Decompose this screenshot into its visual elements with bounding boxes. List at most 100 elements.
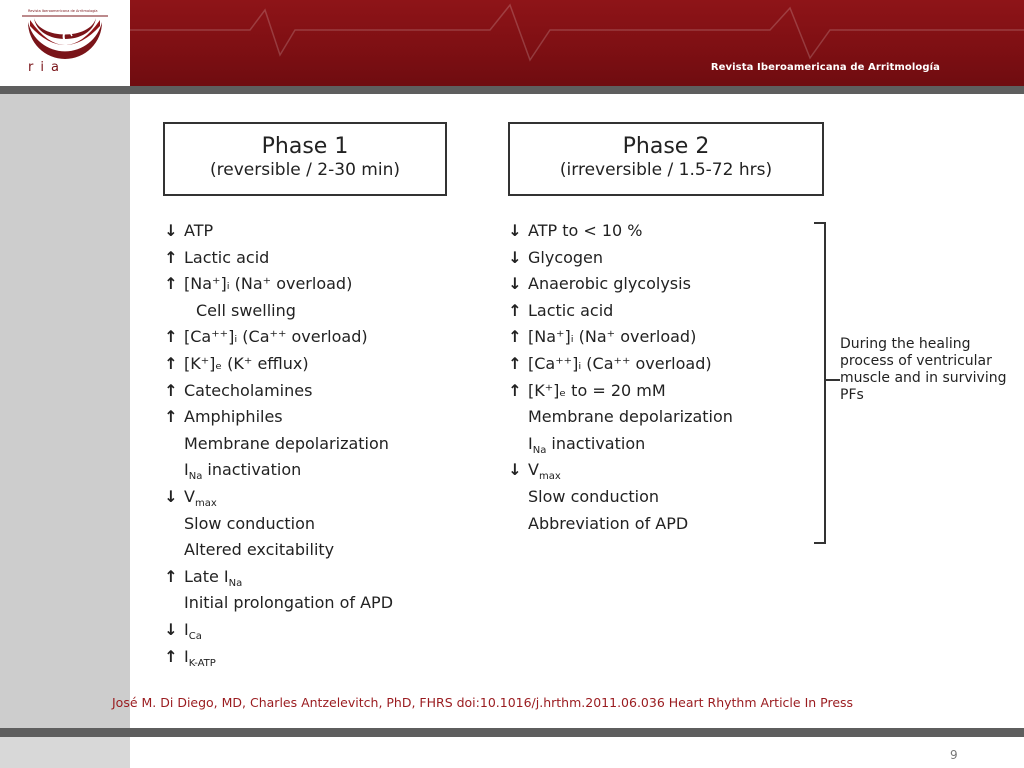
phase1-item: Cell swelling <box>162 298 482 325</box>
arrow-down-icon: ↓ <box>164 619 178 639</box>
phase1-item-text: [Ca⁺⁺]ᵢ (Ca⁺⁺ overload) <box>184 327 368 347</box>
phase1-item-text: Membrane depolarization <box>184 433 389 453</box>
phase1-item-text: IK-ATP <box>184 646 216 669</box>
phase1-item-text: Altered excitability <box>184 540 335 560</box>
header-band: Revista Iberoamericana de Arritmología <box>130 0 1024 86</box>
phase2-item: Slow conduction <box>506 484 826 511</box>
phase2-item: ↑ Lactic acid <box>506 298 826 325</box>
arrow-up-icon: ↑ <box>508 300 522 320</box>
phase1-item: ↑ Late INa <box>162 564 482 591</box>
phase2-item-text: ATP to < 10 % <box>528 221 643 240</box>
phase1-subtitle: (reversible / 2-30 min) <box>210 160 400 180</box>
arrow-down-icon: ↓ <box>508 460 522 480</box>
phase1-item-text: [Na⁺]ᵢ (Na⁺ overload) <box>184 274 353 294</box>
phase1-item: INa inactivation <box>162 457 482 484</box>
phase1-item-text: ATP <box>184 221 214 240</box>
phase2-item: ↑ [Na⁺]ᵢ (Na⁺ overload) <box>506 324 826 351</box>
ecg-trace-icon <box>130 3 1024 62</box>
phase2-item-text: Vmax <box>528 460 561 483</box>
phase1-item-text: [K⁺]ₑ (K⁺ efflux) <box>184 353 309 373</box>
phase1-item: Initial prolongation of APD <box>162 590 482 617</box>
left-side-panel <box>0 94 130 728</box>
phase2-item-text: Glycogen <box>528 247 604 267</box>
arrow-down-icon: ↓ <box>508 221 522 240</box>
phase1-item: ↑ Lactic acid <box>162 245 482 272</box>
phase1-header-box: Phase 1 (reversible / 2-30 min) <box>163 122 447 196</box>
phase1-item-text: Late INa <box>184 566 243 589</box>
arrow-down-icon: ↓ <box>164 221 178 240</box>
phase1-item-text: Slow conduction <box>184 513 316 533</box>
phase2-item-text: [Ca⁺⁺]ᵢ (Ca⁺⁺ overload) <box>528 353 712 373</box>
phase2-title: Phase 2 <box>622 134 710 159</box>
ria-logo-icon <box>22 15 108 59</box>
phase1-item: ↓ Vmax <box>162 484 482 511</box>
phase1-item: Membrane depolarization <box>162 431 482 458</box>
phase2-item-text: Abbreviation of APD <box>528 513 689 533</box>
phase2-item: ↓ Glycogen <box>506 245 826 272</box>
phase2-item: INa inactivation <box>506 431 826 458</box>
phase2-item-text: Membrane depolarization <box>528 407 733 427</box>
phase1-item-text: ICa <box>184 619 202 643</box>
phase1-item: ↑ [K⁺]ₑ (K⁺ efflux) <box>162 351 482 378</box>
phase1-item: ↑ Catecholamines <box>162 378 482 405</box>
phase1-item-text: Vmax <box>184 486 217 510</box>
phase1-item-text: Catecholamines <box>184 380 313 400</box>
phase2-item-text: Slow conduction <box>528 486 660 506</box>
citation: José M. Di Diego, MD, Charles Antzelevit… <box>112 695 854 710</box>
phase1-item: Altered excitability <box>162 537 482 564</box>
arrow-down-icon: ↓ <box>508 274 522 294</box>
bracket-tick <box>826 379 840 381</box>
arrow-up-icon: ↑ <box>164 247 178 267</box>
phase2-item-text: [Na⁺]ᵢ (Na⁺ overload) <box>528 327 697 347</box>
phase1-title: Phase 1 <box>261 134 349 159</box>
arrow-up-icon: ↑ <box>164 353 178 373</box>
healing-note: During the healing process of ventricula… <box>840 336 1007 403</box>
phase1-item: Slow conduction <box>162 511 482 538</box>
phase2-item: ↓ ATP to < 10 % <box>506 218 826 245</box>
arrow-up-icon: ↑ <box>164 274 178 294</box>
arrow-up-icon: ↑ <box>508 327 522 347</box>
logo-caption: Revista Iberoamericana de Arritmología <box>28 9 98 13</box>
phase2-item: Membrane depolarization <box>506 404 826 431</box>
arrow-up-icon: ↑ <box>164 407 178 427</box>
phase2-item-text: Anaerobic glycolysis <box>528 274 691 294</box>
bottom-divider-stripe <box>0 728 1024 737</box>
arrow-up-icon: ↑ <box>164 646 178 666</box>
phase2-subtitle: (irreversible / 1.5-72 hrs) <box>559 160 773 180</box>
phase1-item: ↑ Amphiphiles <box>162 404 482 431</box>
arrow-up-icon: ↑ <box>508 353 522 373</box>
phase1-item-text: Cell swelling <box>196 300 296 320</box>
phase1-item-text: INa inactivation <box>184 460 302 483</box>
logo-area: Revista Iberoamericana de Arritmología r… <box>0 0 130 86</box>
arrow-up-icon: ↑ <box>164 566 178 586</box>
phase2-item: ↓ Anaerobic glycolysis <box>506 271 826 298</box>
phase2-item: ↑ [Ca⁺⁺]ᵢ (Ca⁺⁺ overload) <box>506 351 826 378</box>
phase2-item-text: Lactic acid <box>528 300 614 320</box>
phase1-item: ↓ ICa <box>162 617 482 644</box>
phase1-item: ↑ [Na⁺]ᵢ (Na⁺ overload) <box>162 271 482 298</box>
phase2-item-text: INa inactivation <box>528 433 646 456</box>
phase1-item-text: Initial prolongation of APD <box>184 593 394 613</box>
logo-text: ria <box>28 60 66 75</box>
arrow-down-icon: ↓ <box>164 486 178 506</box>
phase2-bracket <box>814 222 826 544</box>
phase1-item-text: Amphiphiles <box>184 407 283 427</box>
phase2-item: ↓ Vmax <box>506 457 826 484</box>
top-divider-stripe <box>0 86 1024 94</box>
phase1-list: ↓ ATP ↑ Lactic acid ↑ [Na⁺]ᵢ (Na⁺ overload) Ce… <box>162 218 482 670</box>
phase1-item: ↓ ATP <box>162 218 482 245</box>
arrow-up-icon: ↑ <box>508 380 522 400</box>
phase1-item-text: Lactic acid <box>184 247 270 267</box>
slide-number: 9 <box>950 748 958 762</box>
journal-title: Revista Iberoamericana de Arritmología <box>710 62 940 73</box>
phase2-item-text: [K⁺]ₑ to = 20 mM <box>528 380 666 400</box>
phase2-item: Abbreviation of APD <box>506 511 826 538</box>
phase2-item: ↑ [K⁺]ₑ to = 20 mM <box>506 378 826 405</box>
phase1-item: ↑ [Ca⁺⁺]ᵢ (Ca⁺⁺ overload) <box>162 324 482 351</box>
phase2-list: ↓ ATP to < 10 % ↓ Glycogen ↓ Anaerobic glycol… <box>506 218 826 537</box>
left-footer-panel <box>0 737 130 768</box>
arrow-up-icon: ↑ <box>164 380 178 400</box>
arrow-down-icon: ↓ <box>508 247 522 267</box>
arrow-up-icon: ↑ <box>164 327 178 347</box>
phase1-item: ↑ IK-ATP <box>162 644 482 671</box>
